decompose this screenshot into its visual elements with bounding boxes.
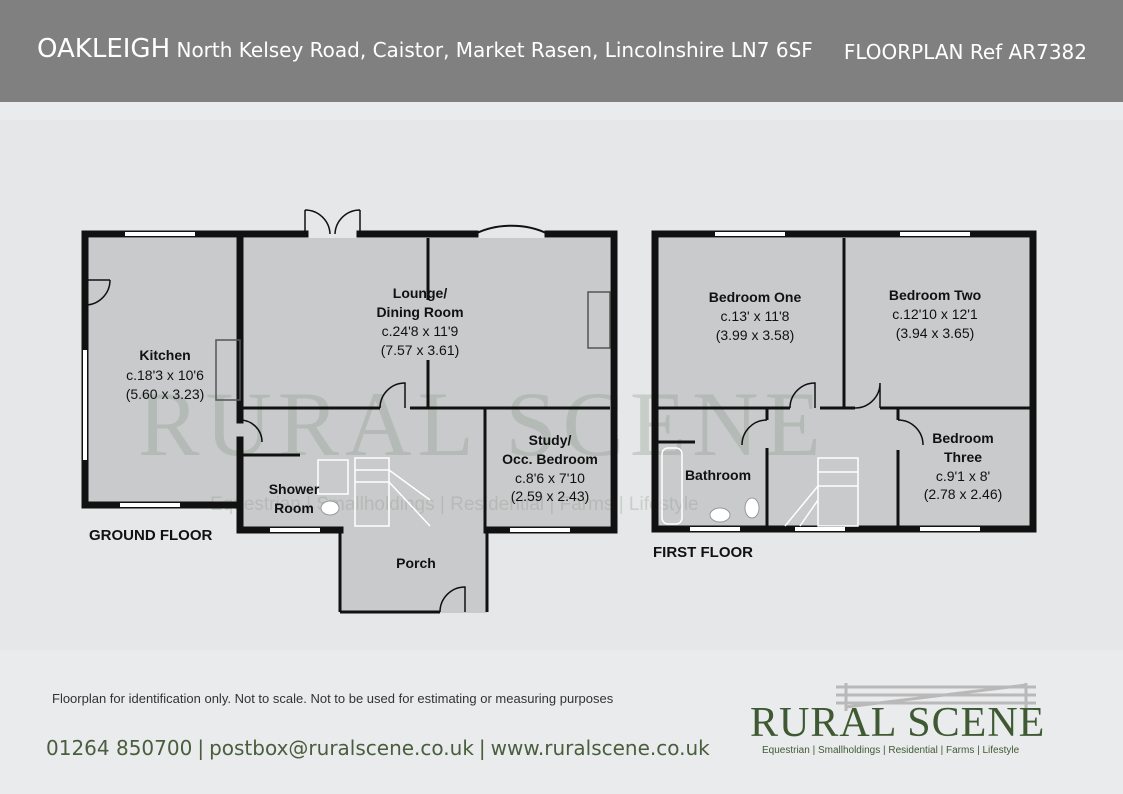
- email-link[interactable]: postbox@ruralscene.co.uk: [209, 736, 474, 760]
- ground-floor-windows: [83, 232, 570, 532]
- ground-floor-label: GROUND FLOOR: [89, 527, 212, 544]
- bathroom-name: Bathroom: [685, 467, 751, 483]
- lounge-name-1: Lounge/: [393, 285, 448, 301]
- bedroom-three-name-1: Bedroom: [932, 430, 993, 446]
- french-door-left: [304, 209, 331, 235]
- kitchen-dim-imperial: c.18'3 x 10'6: [126, 367, 204, 383]
- shower-room-name-1: Shower: [269, 481, 320, 497]
- shower-tray: [317, 459, 349, 495]
- bedroom-two-dim-imperial: c.12'10 x 12'1: [892, 306, 978, 322]
- first-floor-windows: [690, 232, 980, 531]
- first-stairs: [784, 457, 859, 527]
- lounge-dim-metric: (7.57 x 3.61): [381, 342, 460, 358]
- bath: [661, 447, 683, 525]
- fireplace: [587, 291, 611, 349]
- bathroom-door: [741, 419, 768, 446]
- separator: |: [197, 736, 205, 760]
- bay-window: [474, 224, 549, 235]
- bedroom-one-dim-imperial: c.13' x 11'8: [721, 308, 790, 324]
- shower-room-name-2: Room: [274, 500, 314, 516]
- room-fills: [88, 238, 1030, 613]
- first-floor-inner-walls: [658, 238, 1030, 526]
- porch-name: Porch: [396, 555, 436, 571]
- disclaimer-text: Floorplan for identification only. Not t…: [52, 691, 614, 706]
- porch-door: [439, 586, 466, 613]
- study-name-2: Occ. Bedroom: [502, 451, 598, 467]
- contact-line: 01264 850700|postbox@ruralscene.co.uk|ww…: [46, 736, 710, 760]
- bedroom-one-dim-metric: (3.99 x 3.58): [716, 327, 795, 343]
- property-name: OAKLEIGH: [37, 34, 171, 64]
- study-name-1: Study/: [529, 432, 572, 448]
- bedroom-three-dim-imperial: c.9'1 x 8': [936, 468, 990, 484]
- brand-logo: RURAL SCENE Equestrian | Smallholdings |…: [748, 683, 1068, 763]
- kitchen-name: Kitchen: [139, 347, 190, 363]
- kitchen-door: [84, 279, 111, 306]
- french-door-right: [334, 209, 361, 235]
- header-bar: OAKLEIGH North Kelsey Road, Caistor, Mar…: [0, 0, 1123, 102]
- bedroom-three-name-2: Three: [944, 449, 982, 465]
- bedroom-three-door: [897, 419, 924, 446]
- separator: |: [478, 736, 486, 760]
- website-link[interactable]: www.ruralscene.co.uk: [490, 736, 710, 760]
- property-title: OAKLEIGH North Kelsey Road, Caistor, Mar…: [37, 34, 813, 64]
- kitchen-unit: [215, 339, 241, 401]
- bedroom-two-dim-metric: (3.94 x 3.65): [896, 325, 975, 341]
- hall-door: [239, 419, 263, 443]
- lounge-name-2: Dining Room: [376, 304, 463, 320]
- floorplan-ref: FLOORPLAN Ref AR7382: [843, 40, 1087, 64]
- toilet: [320, 500, 340, 516]
- bedroom-two-name: Bedroom Two: [889, 287, 981, 303]
- property-address: North Kelsey Road, Caistor, Market Rasen…: [176, 38, 813, 62]
- brand-name: RURAL SCENE: [750, 700, 1046, 746]
- kitchen-dim-metric: (5.60 x 3.23): [126, 386, 205, 402]
- ground-stairs: [354, 457, 431, 527]
- gate-icon: [836, 683, 1036, 711]
- study-dim-metric: (2.59 x 2.43): [511, 488, 590, 504]
- bedroom-three-dim-metric: (2.78 x 2.46): [924, 486, 1003, 502]
- wc: [744, 497, 760, 519]
- bedroom-one-name: Bedroom One: [709, 289, 802, 305]
- ground-floor-inner-walls: [240, 238, 610, 614]
- basin: [709, 507, 731, 523]
- study-dim-imperial: c.8'6 x 7'10: [515, 470, 585, 486]
- bedroom-two-door: [854, 382, 881, 409]
- lounge-dim-imperial: c.24'8 x 11'9: [382, 323, 459, 339]
- phone-number[interactable]: 01264 850700: [46, 736, 193, 760]
- lounge-door: [379, 382, 406, 409]
- brand-tagline: Equestrian | Smallholdings | Residential…: [762, 745, 1020, 756]
- first-floor-label: FIRST FLOOR: [653, 544, 753, 561]
- bedroom-one-door: [789, 382, 816, 409]
